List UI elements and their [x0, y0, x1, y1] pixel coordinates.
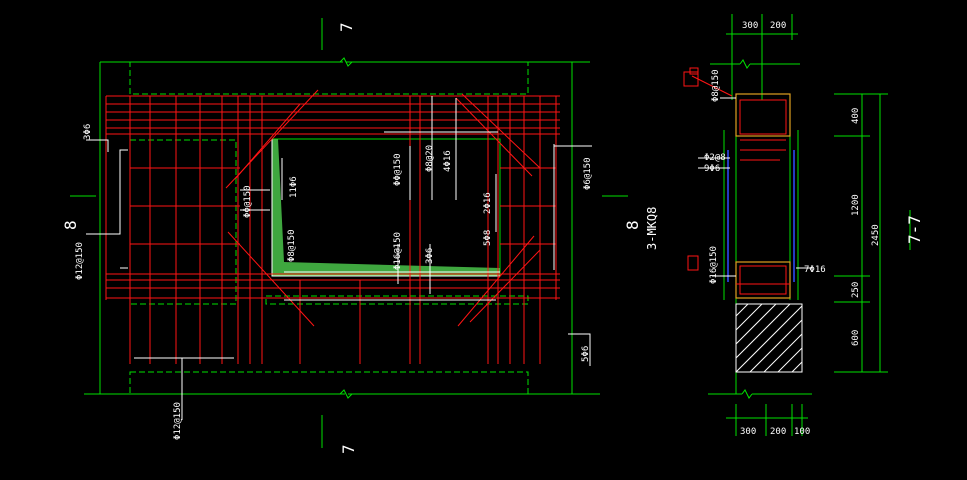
section-dim-top-1: 300	[742, 21, 758, 31]
section-label-bottom-left: Φ16@150	[709, 246, 719, 284]
elevation-view	[70, 18, 628, 448]
section-title: 7-7	[905, 215, 924, 244]
section-label-top-rebar: Φ8@150	[711, 69, 721, 102]
rebar-label-inner-right-a: 2Φ16	[483, 192, 493, 214]
rebar-label-inner-top-a: ΦΦ@150	[393, 153, 403, 186]
rebar-label-bottom-left: Φ12@150	[173, 402, 183, 440]
section-dim-top-2: 200	[770, 21, 786, 31]
rebar-label-inner-left: 11Φ6	[289, 176, 299, 198]
section-dim-bottom-3: 100	[794, 427, 810, 437]
section-dim-v-600: 600	[851, 330, 861, 346]
rebar-label-inner-bottom-b: 3Φ6	[425, 248, 435, 264]
section-mark-top: 7	[337, 22, 356, 32]
rebar-label-inner-top-c: 4Φ16	[443, 150, 453, 172]
rebar-label-inner-top-b: Φ8@20	[425, 145, 435, 172]
rebar-label-left-vertical: Φ12@150	[75, 242, 85, 280]
rebar-label-inner-vert: ΦΦ@150	[243, 185, 253, 218]
section-dim-v-250: 250	[851, 282, 861, 298]
section-dim-v-400: 400	[851, 108, 861, 124]
section-dim-bottom-1: 300	[740, 427, 756, 437]
rebar-label-inner-bottom-a: Φ16@150	[393, 232, 403, 270]
section-dim-bottom-2: 200	[770, 427, 786, 437]
section-dim-total: 2450	[871, 224, 881, 246]
wall-label: 3-MKQ8	[645, 207, 659, 250]
section-mark-right: 8	[623, 220, 642, 230]
rebar-label-inner-right-b: 5Φ8	[483, 230, 493, 246]
rebar-label-inner-diag: Φ8@150	[287, 229, 297, 262]
rebar-label-right-side: Φ6@150	[583, 157, 593, 190]
section-label-mid-a: Φ2@8	[704, 153, 726, 163]
section-view	[683, 14, 911, 436]
section-mark-left: 8	[61, 220, 80, 230]
section-dim-v-1200: 1200	[851, 194, 861, 216]
rebar-label-top-left: 3Φ6	[83, 124, 93, 140]
section-label-bottom-right: 7Φ16	[804, 265, 826, 275]
section-mark-bottom: 7	[339, 444, 358, 454]
section-label-mid-b: 9Φ6	[704, 164, 720, 174]
rebar-label-bottom-right: 5Φ6	[581, 346, 591, 362]
